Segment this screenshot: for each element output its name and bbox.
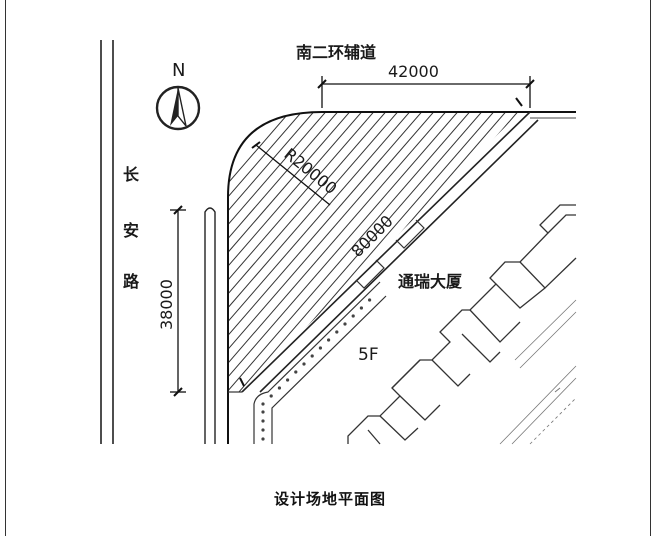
- site-boundary: [227, 111, 576, 444]
- floors-label: 5F: [358, 345, 379, 365]
- hatch-line: [255, 112, 517, 392]
- hatch-line: [228, 112, 421, 392]
- dimension-radius: [251, 141, 331, 206]
- road-north-label: 南二环辅道: [296, 43, 376, 62]
- path-dot: [261, 437, 265, 441]
- dimension-42000: [317, 76, 535, 108]
- building-detail-lines: [499, 299, 577, 445]
- hatch-line: [363, 112, 520, 392]
- sidewalk-strip: [204, 207, 216, 444]
- hatch-line: [228, 112, 433, 392]
- hatch-line: [303, 112, 520, 392]
- hatch-line: [279, 112, 520, 392]
- hatch-line: [228, 112, 349, 392]
- path-dot: [318, 346, 322, 350]
- road-west-char-2: 安: [123, 221, 139, 240]
- dimension-38000: [170, 205, 245, 397]
- path-dot: [327, 338, 331, 342]
- drawing-caption: 设计场地平面图: [273, 490, 386, 508]
- hatch-line: [228, 112, 301, 392]
- page-frame: [5, 0, 651, 536]
- dim-top-label: 42000: [388, 62, 439, 81]
- path-dot: [269, 394, 273, 398]
- path-dots: [261, 298, 372, 441]
- hatch-line: [228, 112, 373, 392]
- path-dot: [368, 298, 372, 302]
- path-dot: [359, 306, 363, 310]
- hatch-line: [228, 112, 313, 392]
- path-dot: [335, 330, 339, 334]
- hatch-line: [228, 112, 385, 392]
- hatch-line: [387, 112, 520, 392]
- hatch-line: [228, 112, 457, 392]
- hatch-line: [228, 112, 361, 392]
- hatch-line: [228, 112, 397, 392]
- hatch-line: [351, 112, 520, 392]
- diagonal-boundary: [241, 111, 539, 393]
- north-arrow-icon: [155, 85, 201, 131]
- path-dot: [310, 354, 314, 358]
- hatch-line: [411, 112, 520, 392]
- hatch-line: [231, 112, 493, 392]
- path-dot: [277, 386, 281, 390]
- hatch-line: [267, 112, 520, 392]
- hatch-line: [228, 112, 337, 392]
- path-dot: [286, 378, 290, 382]
- diagonal-notches: [355, 219, 425, 289]
- access-path: [228, 281, 387, 444]
- hatch-line: [228, 112, 445, 392]
- dim-diagonal-label: 80000: [347, 211, 396, 260]
- hatch-line: [228, 112, 409, 392]
- building-label: 通瑞大厦: [398, 272, 463, 291]
- building-outline: [347, 204, 577, 445]
- path-dot: [261, 419, 265, 423]
- hatch-line: [228, 112, 325, 392]
- dim-left-label: 38000: [157, 279, 176, 330]
- path-dot: [294, 370, 298, 374]
- path-dot: [351, 314, 355, 318]
- path-dot: [261, 402, 265, 406]
- path-dot: [343, 322, 347, 326]
- hatch-line: [228, 112, 469, 392]
- hatch-line: [228, 112, 481, 392]
- path-dot: [261, 428, 265, 432]
- north-label: N: [172, 60, 185, 81]
- hatch-line: [399, 112, 520, 392]
- path-dot: [302, 362, 306, 366]
- west-road-lines: [100, 40, 114, 444]
- road-west-char-1: 长: [123, 165, 140, 184]
- hatch-line: [375, 112, 520, 392]
- road-west-char-3: 路: [123, 272, 140, 291]
- path-dot: [261, 410, 265, 414]
- hatch-line: [339, 112, 520, 392]
